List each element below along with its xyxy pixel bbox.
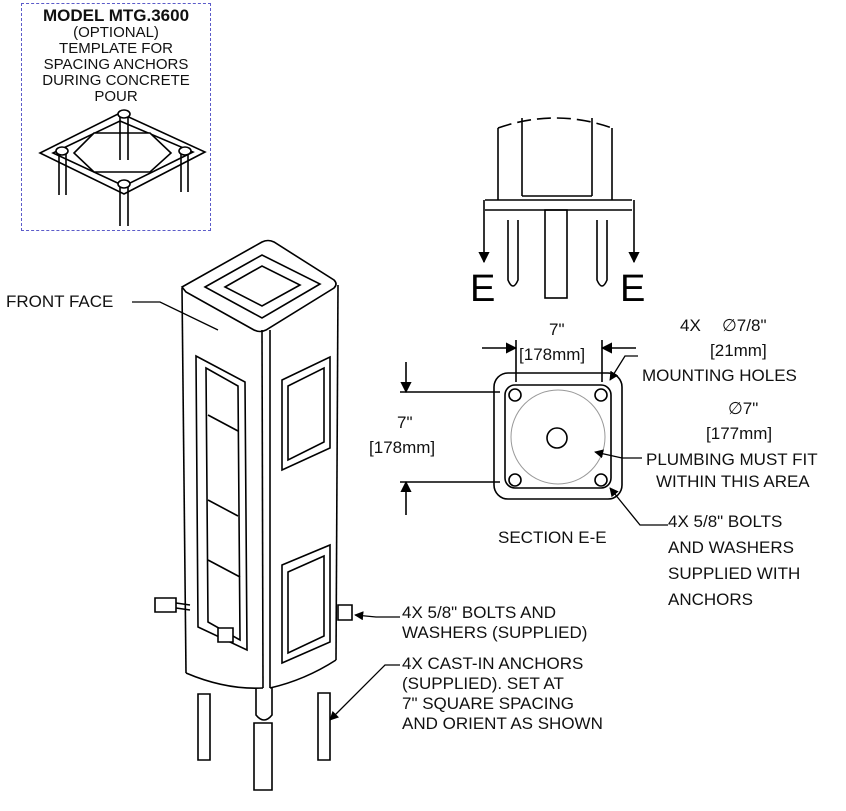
- side-elevation-drawing: [478, 117, 640, 299]
- width-dimension-mm: [178mm]: [519, 345, 586, 364]
- section-cut-letter-left: E: [470, 268, 496, 310]
- template-inset-title: MODEL MTG.3600: [42, 6, 190, 25]
- holes-diameter-inches: ∅7/8": [722, 316, 767, 335]
- anchors-callout-line: 7" SQUARE SPACING: [402, 694, 574, 713]
- mounting-holes-label: MOUNTING HOLES: [642, 366, 797, 385]
- height-dimension-mm-value: 178mm: [373, 438, 431, 457]
- main-bolts-callout-line: WASHERS (SUPPLIED): [402, 623, 588, 642]
- section-title: SECTION E-E: [498, 528, 607, 547]
- front-face-label: FRONT FACE: [6, 292, 114, 311]
- template-inset-line: (OPTIONAL): [73, 24, 159, 41]
- main-bolts-callout-line: 4X 5/8" BOLTS AND: [402, 603, 557, 622]
- width-dimension-inches: 7": [549, 320, 565, 339]
- section-cut-letter-right: E: [620, 268, 646, 310]
- plumbing-diameter-mm-value: 177mm: [710, 424, 768, 443]
- template-inset-frame: [21, 3, 211, 231]
- section-bolts-callout-line: 4X 5/8" BOLTS: [668, 512, 783, 531]
- plumbing-note-line: PLUMBING MUST FIT: [646, 450, 818, 469]
- section-bolts-callout-line: AND WASHERS: [668, 538, 794, 557]
- section-bolts-callout-line: SUPPLIED WITH: [668, 564, 801, 583]
- height-dimension-inches: 7": [397, 413, 413, 432]
- width-dimension-mm-value: 178mm: [523, 345, 581, 364]
- template-plate-drawing: [38, 109, 207, 226]
- holes-diameter-mm: [21mm]: [710, 341, 767, 360]
- holes-diameter-mm-value: 21mm: [714, 341, 762, 360]
- post-body-drawing: [154, 239, 353, 791]
- plumbing-diameter-mm: [177mm]: [706, 424, 773, 443]
- anchors-callout-line: 4X CAST-IN ANCHORS: [402, 654, 584, 673]
- anchors-callout-line: AND ORIENT AS SHOWN: [402, 714, 603, 733]
- section-view-drawing: [400, 340, 636, 515]
- plumbing-note-line: WITHIN THIS AREA: [656, 472, 810, 491]
- height-dimension-mm: [178mm]: [369, 438, 436, 457]
- anchors-callout-line: (SUPPLIED). SET AT: [402, 674, 564, 693]
- template-inset-line: DURING CONCRETE: [42, 72, 190, 89]
- leader-lines: [132, 301, 668, 721]
- template-inset-line: SPACING ANCHORS: [43, 56, 189, 73]
- template-inset-line: TEMPLATE FOR: [59, 40, 173, 57]
- section-bolts-callout-line: ANCHORS: [668, 590, 754, 609]
- holes-count: 4X: [680, 316, 701, 335]
- template-inset-line: POUR: [94, 88, 138, 105]
- plumbing-diameter-inches: ∅7": [728, 399, 759, 418]
